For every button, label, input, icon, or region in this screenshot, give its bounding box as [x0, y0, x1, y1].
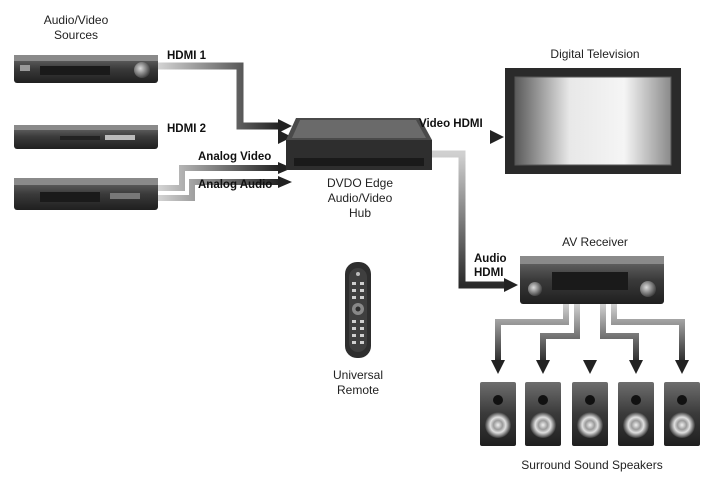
digital-television: [505, 68, 681, 174]
arrow-hdmi1: [158, 62, 292, 133]
speaker-cables: [495, 304, 685, 362]
speaker-3: [572, 382, 608, 446]
hub-label: DVDO Edge Audio/Video Hub: [326, 176, 394, 220]
hdmi2-label: HDMI 2: [167, 123, 206, 135]
analog-audio-label: Analog Audio: [198, 179, 273, 191]
speaker-1: [480, 382, 516, 446]
tv-label: Digital Television: [550, 47, 640, 61]
hub-device: [286, 118, 432, 170]
video-hdmi-label: Video HDMI: [419, 118, 483, 130]
av-receiver: [520, 256, 664, 304]
sources-title: Audio/Video Sources: [43, 13, 109, 42]
speakers-label: Surround Sound Speakers: [521, 458, 663, 472]
universal-remote: [345, 262, 371, 358]
source-device-2: [14, 125, 158, 149]
source-device-3: [14, 178, 158, 210]
arrow-analog-video: [158, 162, 292, 191]
speaker-5: [664, 382, 700, 446]
speaker-2: [525, 382, 561, 446]
audio-hdmi-label: Audio HDMI: [474, 253, 507, 279]
arrow-analog-audio: [158, 176, 292, 201]
arrow-hdmi2: [158, 130, 292, 144]
arrow-video-hdmi: [432, 130, 504, 144]
analog-video-label: Analog Video: [198, 151, 272, 163]
speaker-arrowheads: [491, 360, 689, 374]
hdmi1-label: HDMI 1: [167, 50, 206, 62]
remote-label: Universal Remote: [332, 368, 383, 397]
arrow-audio-hdmi: [432, 150, 518, 292]
source-device-1: [14, 55, 158, 83]
speaker-4: [618, 382, 654, 446]
receiver-label: AV Receiver: [562, 235, 628, 249]
